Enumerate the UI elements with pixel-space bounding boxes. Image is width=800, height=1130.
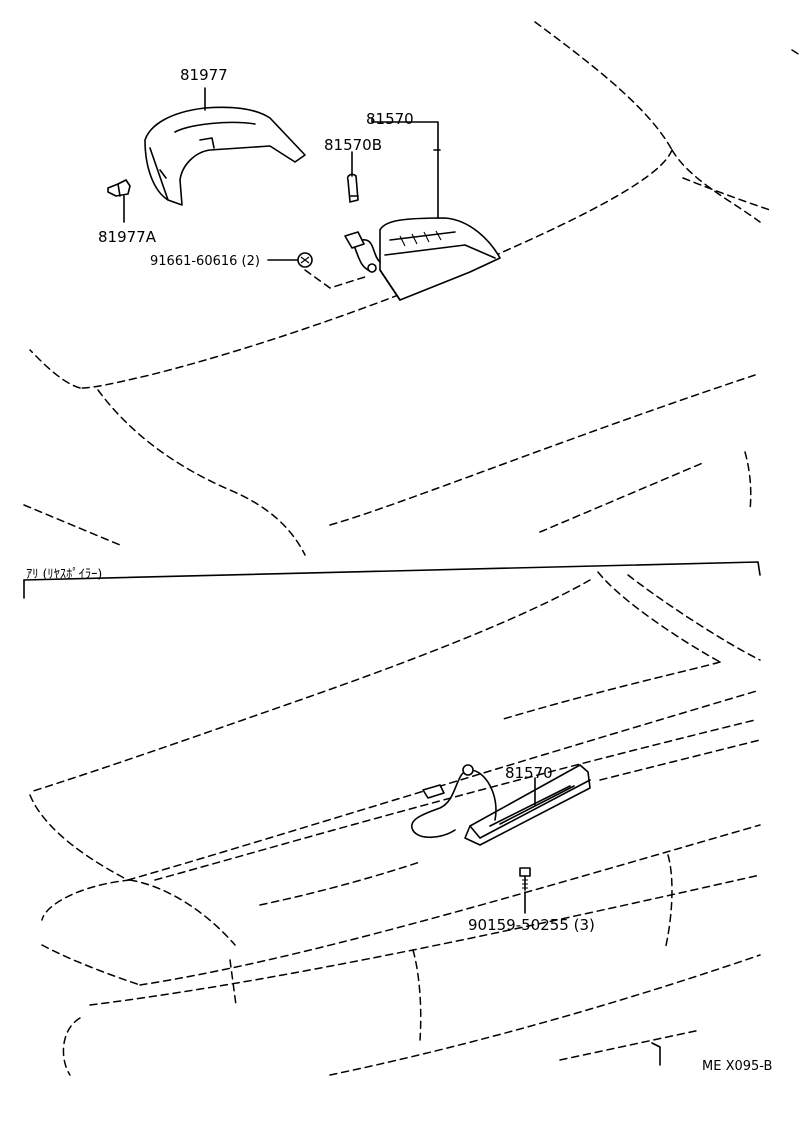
bulb [346,173,359,203]
bolt [519,867,531,891]
high-mount-stop-lamp-bottom [411,764,591,846]
section-title: ｱﾘ (ﾘﾔｽﾎﾟｲﾗｰ) [26,566,102,581]
label-cover: 81977 [180,66,228,84]
label-bolt: 90159-50255 (3) [468,916,595,934]
label-lamp-assy-bottom: 81570 [505,764,553,782]
section-divider [23,561,761,599]
top-body-outline [23,21,800,556]
clip [107,179,131,197]
bottom-body-outline [29,571,761,1076]
label-clip: 81977A [98,228,157,246]
high-mount-stop-lamp-top [344,217,501,301]
screw [297,252,313,268]
label-screw: 91661-60616 (2) [150,254,260,269]
label-bulb: 81570B [324,136,382,154]
high-mount-cover [144,106,306,206]
figure-code: ME X095-B [702,1059,772,1074]
label-lamp-assy-top: 81570 [366,110,414,128]
